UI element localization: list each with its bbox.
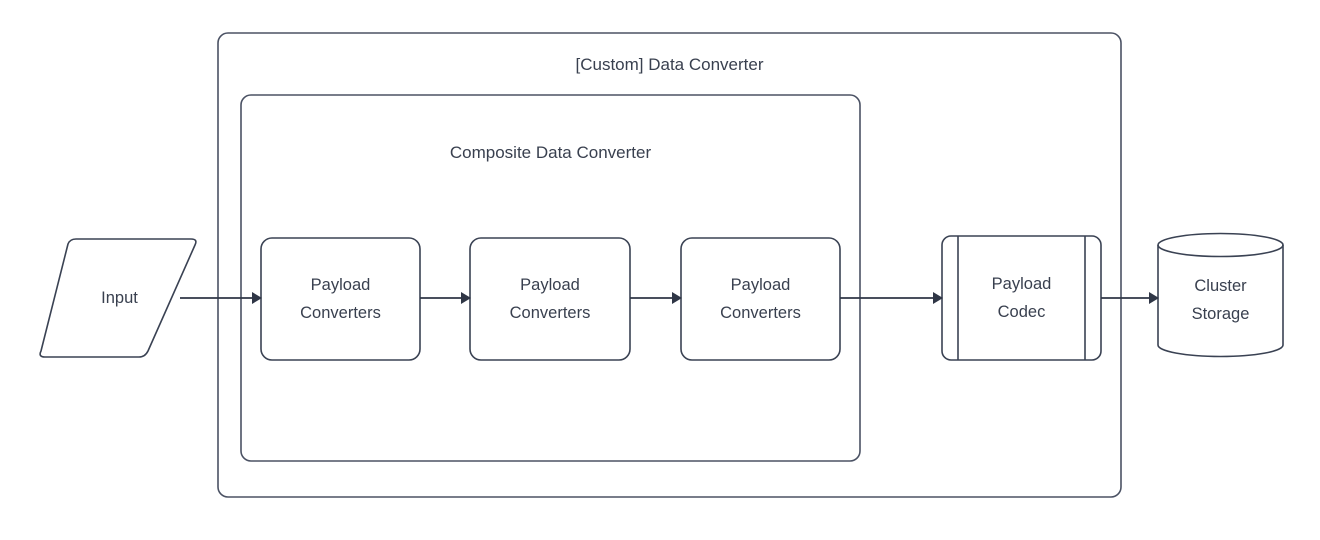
container-custom-data-converter[interactable] <box>217 32 1122 498</box>
node-payload-converters-1-shape[interactable] <box>260 237 421 361</box>
edge-payload-converters-3-to-payload-codec <box>840 292 943 304</box>
node-cluster-storage-top-ellipse <box>1157 244 1284 258</box>
node-payload-converters-2-shape[interactable] <box>469 237 631 361</box>
node-payload-codec-shape[interactable] <box>941 235 1102 361</box>
edge-input-to-payload-converters-1 <box>180 292 262 304</box>
edge-payload-codec-to-cluster-storage <box>1101 292 1159 304</box>
edge-payload-converters-1-to-2 <box>420 292 471 304</box>
container-composite-data-converter[interactable] <box>240 94 861 462</box>
edge-payload-converters-2-to-3 <box>630 292 682 304</box>
node-input-shape[interactable] <box>39 238 197 358</box>
node-payload-converters-3-shape[interactable] <box>680 237 841 361</box>
node-cluster-storage-shape[interactable] <box>1157 232 1284 358</box>
